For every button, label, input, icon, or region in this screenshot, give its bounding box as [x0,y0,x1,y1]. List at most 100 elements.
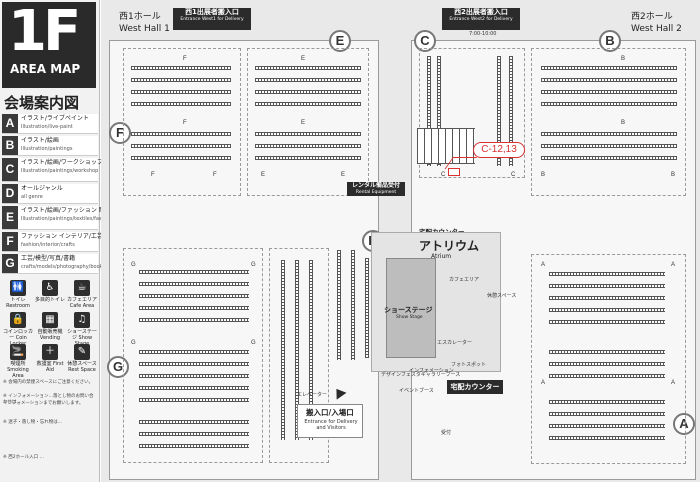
block-letter: E [301,56,306,62]
genre-jp: イラスト/ライブペイント [21,115,89,122]
facility-label: トイレ Restroom [6,297,30,309]
genre-jp: イラスト/絵画/ワークショップ [21,159,103,166]
smoking-legend: 🚬 喫煙所 Smoking Area [3,344,33,379]
desk-column [509,56,513,166]
accessible-restroom-legend: ♿ 多目的トイレ [35,280,65,310]
desk-row [549,350,665,354]
reception-label: 受付 [441,430,452,436]
west-hall-1-en: West Hall 1 [119,24,170,34]
block-f-upper [123,48,241,196]
desk-row [549,424,665,428]
desk-row [139,350,249,354]
genre-en: Illustration/paintings/workshop [21,168,99,174]
escalator-label: エスカレーター [437,340,473,346]
block-g-right [269,248,329,463]
desk-column [281,260,285,440]
floor-number: 1F [8,0,81,64]
desk-row [255,156,361,160]
desk-row [139,294,249,298]
desk-column [351,250,355,360]
block-letter: E [261,172,266,178]
locker-icon: 🔒 [10,312,26,328]
music-note-icon: ♫ [74,312,90,328]
vending-machine-icon: ▦ [42,312,58,328]
block-letter: E [341,172,346,178]
workshop-tables [417,128,475,164]
desk-row [139,362,249,366]
block-letter: C [511,172,516,178]
block-letter: F [151,172,155,178]
desk-row [131,156,231,160]
facility-label: 救護室 First Aid [36,361,64,373]
desk-row [139,374,249,378]
block-letter: G [251,262,256,268]
desk-row [549,400,665,404]
desk-row [139,444,249,448]
genre-row-e: E イラスト/絵画/ファッション 映像・マルチメディア Illustration… [2,206,158,230]
genre-jp: イラスト/絵画 [21,137,59,144]
block-letter: B [671,172,676,178]
wheelchair-icon: ♿ [42,280,58,296]
desk-column [497,56,501,166]
booth-callout[interactable]: C-12,13 [473,142,525,158]
desk-row [139,318,249,322]
legend-panel: 1F AREA MAP 会場案内図 A イラスト/ライブペイント Illustr… [0,0,158,482]
genre-row-a: A イラスト/ライブペイント Illustration/live-paint [2,114,98,134]
desk-row [139,432,249,436]
genre-row-d: D オールジャンル all genre [2,184,98,204]
block-letter: G [131,340,136,346]
zone-a-marker: A [673,413,695,435]
west-hall-1-jp: 西1ホール [119,12,161,22]
delivery-counter-bottom: 宅配カウンター [447,380,503,394]
desk-row [255,144,361,148]
block-letter: A [671,262,676,268]
genre-en: fashion/interior/crafts [21,242,75,248]
genre-letter: A [2,114,18,133]
block-letter: B [621,120,626,126]
rest-space-label: 休憩スペース [487,293,517,299]
desk-row [549,412,665,416]
desk-row [549,362,665,366]
show-stage [386,258,436,358]
block-letter: G [251,340,256,346]
genre-jp: ファッション インテリア/工芸 [21,233,103,240]
genre-jp: 工芸/模型/写真/書籍 [21,255,76,262]
booth-c12-13-marker[interactable] [448,168,460,176]
restroom-legend: 🚻 トイレ Restroom [3,280,33,310]
facility-label: 自動販売機 Vending [37,329,63,341]
block-a [531,254,686,464]
rental-equipment-label: レンタル備品受付 Rental Equipment [347,182,405,196]
restroom-icon: 🚻 [10,280,26,296]
block-letter: F [183,56,187,62]
genre-en: Illustration/paintings/textiles/fashion/… [21,216,154,222]
block-letter: B [541,172,546,178]
smoking-icon: 🚬 [10,344,26,360]
note-line: インフォメーションまでお願いします。 [3,401,84,406]
cafe-area-label: カフェエリア [449,277,480,283]
desk-column [337,250,341,360]
atrium-title: アトリウム [419,239,480,253]
genre-en: crafts/models/photography/books [21,264,106,270]
desk-row [255,78,361,82]
block-letter: A [541,380,546,386]
vending-legend: ▦ 自動販売機 Vending [35,312,65,342]
desk-row [549,272,665,276]
desk-column [295,260,299,440]
desk-row [541,102,677,106]
floor-map: 西1ホール West Hall 1 西2ホール West Hall 2 西1出展… [101,0,700,482]
desk-row [549,284,665,288]
desk-row [131,144,231,148]
note-line: ※ インフォメーション…落とし物のお問い合わせは [3,394,94,405]
block-b [531,48,686,196]
desk-row [541,144,677,148]
desk-row [541,156,677,160]
zone-b-marker: B [599,30,621,52]
desk-row [131,132,231,136]
genre-en: Illustration/live-paint [21,124,73,130]
desk-row [541,66,677,70]
delivery-time: 7:00-10:00 [469,31,497,37]
block-letter: E [301,120,306,126]
genre-en: Illustration/paintings [21,146,73,152]
desk-row [139,386,249,390]
genre-row-b: B イラスト/絵画 Illustration/paintings [2,136,98,156]
